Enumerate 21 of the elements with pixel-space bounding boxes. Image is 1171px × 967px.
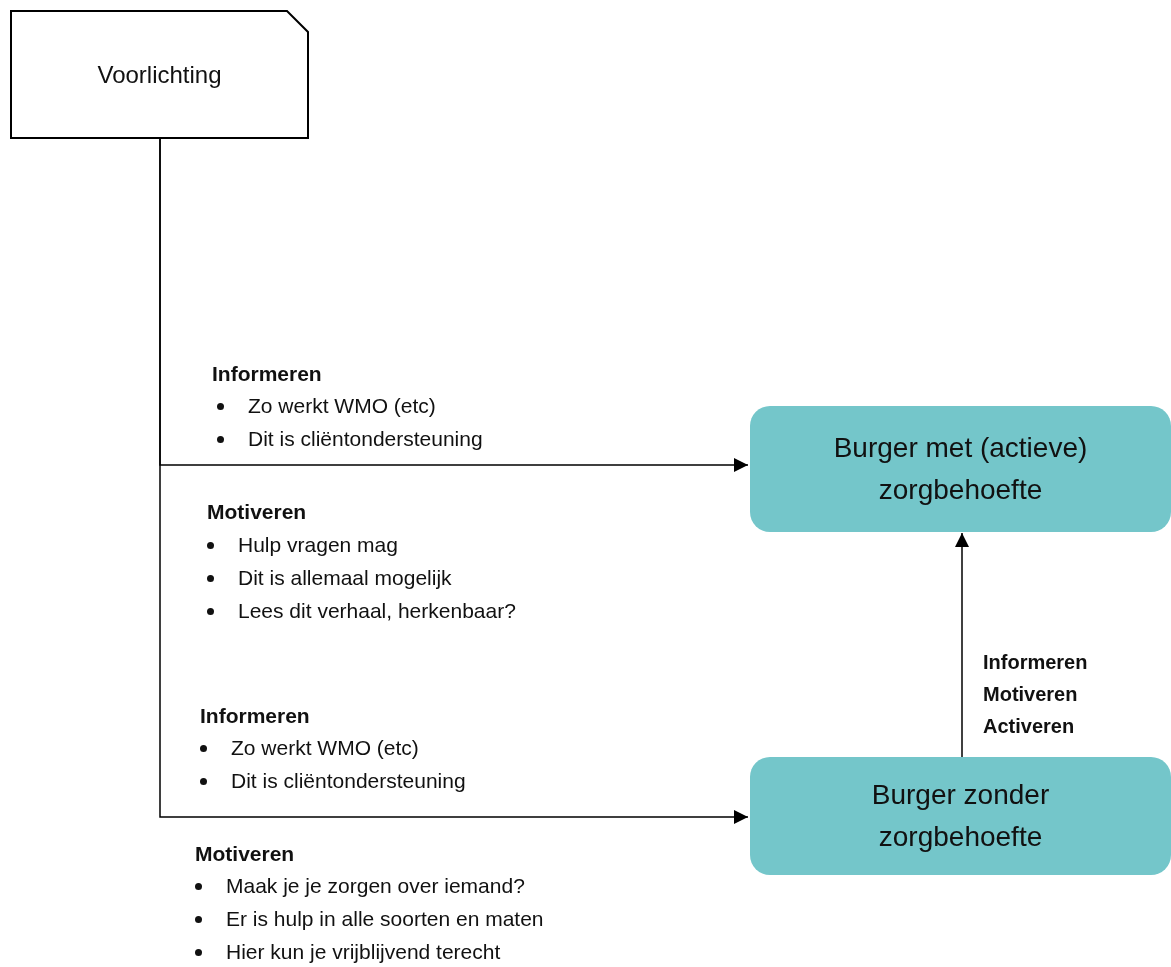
bullet-text: Maak je je zorgen over iemand? (226, 874, 525, 898)
node-text: Voorlichting (96, 59, 223, 90)
bullet-text: Lees dit verhaal, herkenbaar? (238, 599, 516, 623)
arrow (955, 532, 969, 758)
list-heading: Informeren (212, 362, 322, 386)
bullet-text: Dit is cliëntondersteuning (248, 427, 483, 451)
list-heading: Motiveren (195, 842, 295, 866)
list-heading: Informeren (200, 704, 310, 728)
bullet-text: Dit is cliëntondersteuning (231, 769, 466, 793)
arrow (159, 138, 749, 824)
bullet-text: Er is hulp in alle soorten en maten (226, 907, 544, 931)
bullet-text: Dit is allemaal mogelijk (238, 566, 452, 590)
bullet-text: Zo werkt WMO (etc) (248, 394, 436, 418)
bullet-text: Hier kun je vrijblijvend terecht (226, 940, 501, 964)
list-heading: Motiveren (207, 500, 307, 524)
bullet-text: Zo werkt WMO (etc) (231, 736, 419, 760)
process-box (750, 406, 1171, 532)
node-text: Burger zonder zorgbehoefte (870, 778, 1051, 854)
process-box (750, 757, 1171, 875)
bullet-text: Hulp vragen mag (238, 533, 398, 557)
node-text: Burger met (actieve) zorgbehoefte (832, 431, 1089, 507)
